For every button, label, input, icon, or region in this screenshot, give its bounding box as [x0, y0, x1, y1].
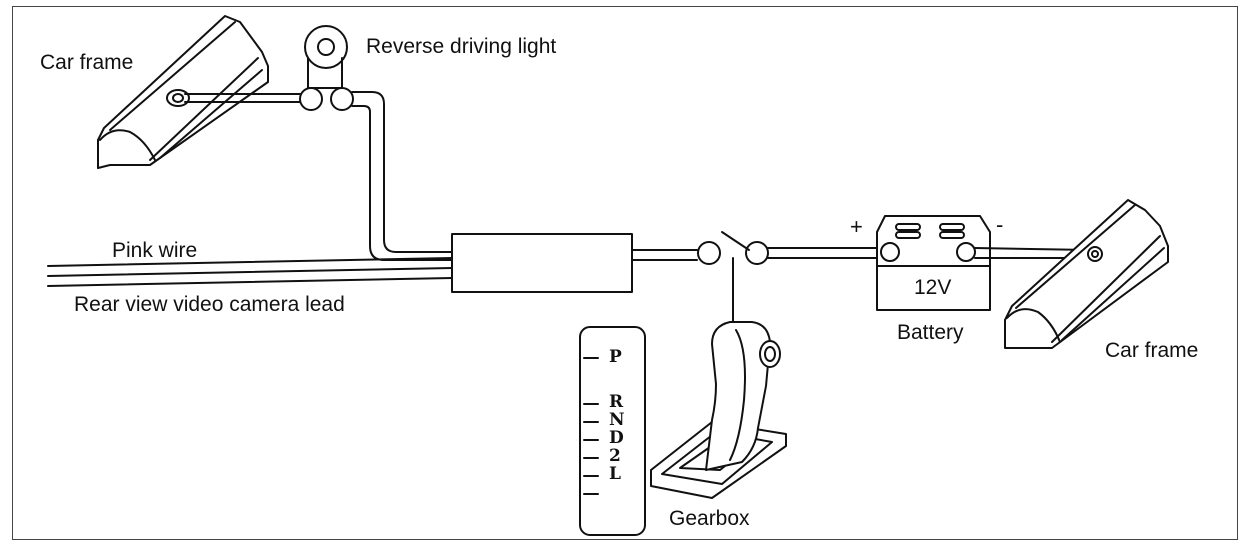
battery-plus-sign: + [850, 214, 863, 239]
gear-indicator-panel [579, 326, 646, 536]
gearbox-label: Gearbox [669, 507, 750, 530]
switch-contact-left [697, 241, 721, 265]
switch-contact-right [745, 241, 769, 265]
ground-bolt-right [1087, 246, 1103, 262]
reverse-light-label: Reverse driving light [366, 35, 557, 58]
gear-p: P [609, 347, 622, 367]
battery-label: Battery [897, 321, 964, 344]
reverse-wire [351, 91, 453, 253]
gear-n: N [609, 410, 625, 430]
connector-b [330, 87, 354, 111]
switch-lever [721, 231, 750, 251]
car-frame-right [1004, 199, 1169, 349]
relay-module [451, 233, 633, 293]
reverse-light-bulb [304, 25, 348, 89]
car-frame-left-label: Car frame [40, 51, 134, 74]
car-frame-right-label: Car frame [1105, 339, 1199, 362]
ground-bolt-left [166, 89, 190, 107]
pink-wire [47, 257, 453, 267]
battery-minus-sign: - [996, 212, 1004, 237]
battery [876, 215, 991, 311]
gear-2: 2 [609, 446, 621, 466]
gear-lever [650, 321, 787, 499]
camera-lead [47, 277, 453, 287]
connector-a [299, 87, 323, 111]
gear-r: R [609, 392, 624, 412]
gear-l: L [609, 464, 621, 484]
pink-wire-label: Pink wire [112, 239, 198, 262]
battery-voltage-label: 12V [914, 276, 952, 299]
battery-negative-wire [974, 247, 1091, 251]
gear-d: D [609, 428, 624, 448]
camera-lead-label: Rear view video camera lead [74, 293, 345, 316]
